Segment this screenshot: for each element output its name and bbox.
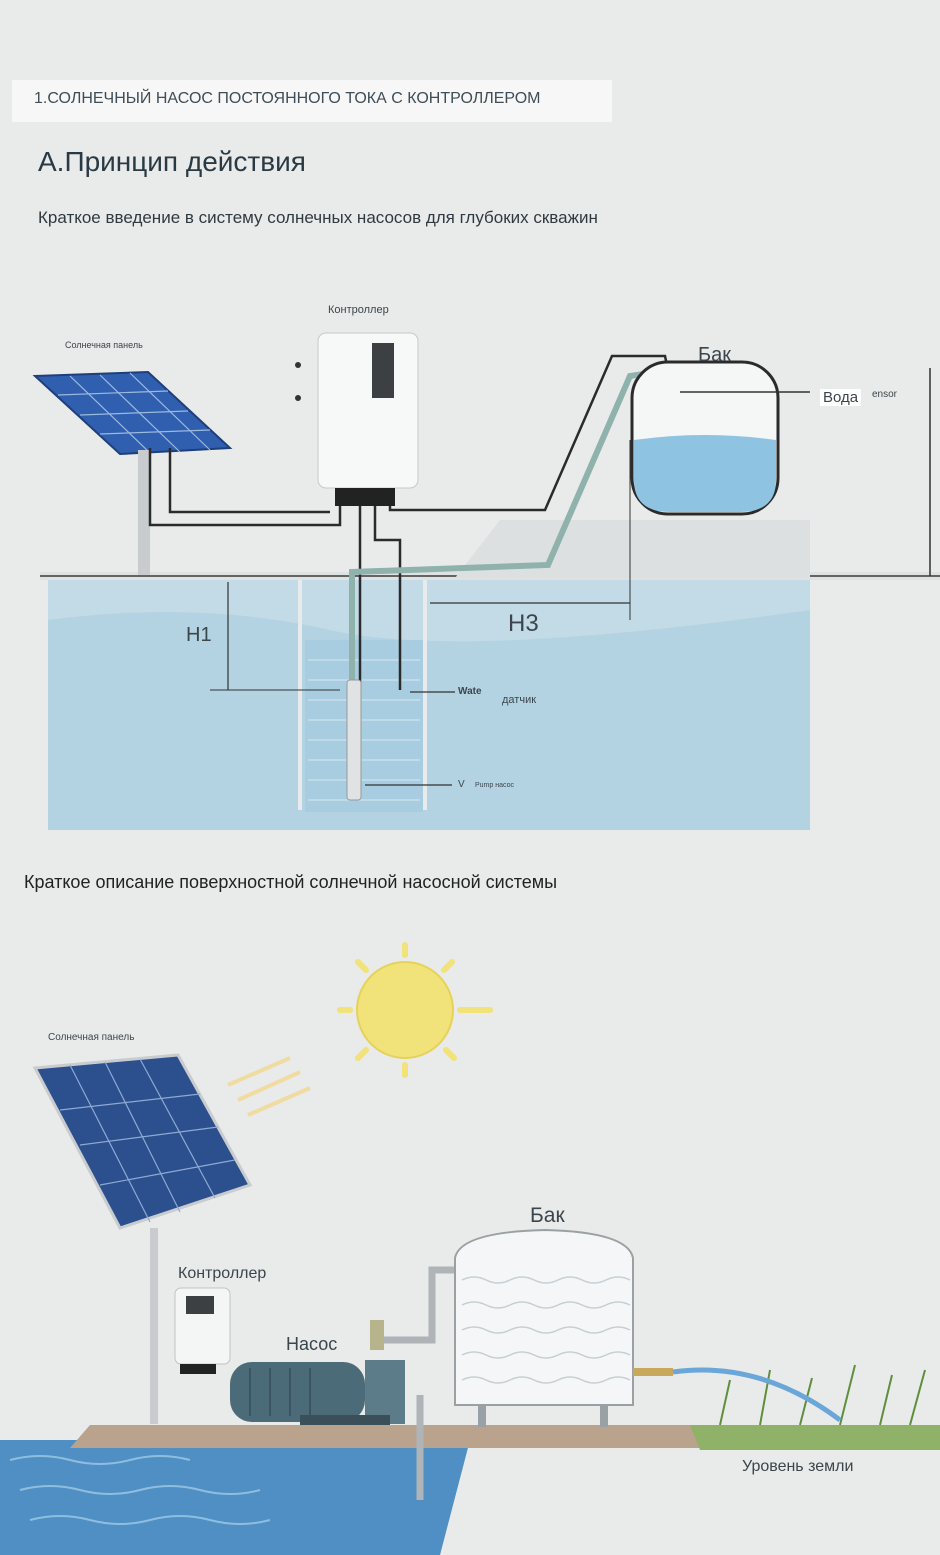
subsection-title: А.Принцип действия (38, 146, 306, 177)
surface-solar-panel-label: Солнечная панель (48, 1032, 135, 1043)
h1-label: H1 (186, 624, 212, 646)
pump-body (346, 679, 362, 801)
surface-tank-label: Бак (530, 1204, 565, 1227)
water-sensor-label: Вода (820, 389, 862, 406)
well-sensor-label: датчик (502, 694, 537, 706)
deep-well-intro: Краткое введение в систему солнечных нас… (38, 208, 598, 227)
well-sensor-prefix: Wate (458, 686, 482, 697)
controller-label: Контроллер (328, 304, 389, 316)
sun-icon (337, 942, 493, 1078)
pump-unit (230, 1360, 405, 1425)
pump-label: Pump насос (475, 782, 514, 789)
tank (630, 360, 810, 516)
surface-controller-label: Контроллер (178, 1265, 267, 1282)
water-jet (672, 1367, 842, 1423)
sun-rays (227, 1056, 311, 1117)
controller-box (295, 332, 419, 506)
pipes (378, 1266, 460, 1500)
well-water (305, 640, 423, 812)
ground (70, 1425, 710, 1448)
h3-label: H3 (508, 610, 539, 637)
section-header: 1.СОЛНЕЧНЫЙ НАСОС ПОСТОЯННОГО ТОКА С КОН… (12, 80, 612, 122)
cables (148, 354, 672, 690)
tank-label: Бак (698, 344, 731, 366)
solar-panel-bottom (32, 1053, 253, 1424)
ground-level-label: Уровень земли (742, 1458, 854, 1475)
tank-bottom (454, 1228, 673, 1427)
deep-well-diagram (32, 332, 940, 830)
solar-panel-top (32, 370, 233, 575)
pump-prefix: V (458, 779, 465, 790)
surface-intro: Краткое описание поверхностной солнечной… (24, 872, 558, 892)
pond (0, 1440, 470, 1555)
solar-panel-label: Солнечная панель (65, 340, 143, 350)
surface-pump-label: Насос (286, 1334, 338, 1354)
controller-box-bottom (174, 1287, 231, 1374)
water-sensor-suffix: ensor (872, 389, 898, 400)
section-title: 1.СОЛНЕЧНЫЙ НАСОС ПОСТОЯННОГО ТОКА С КОН… (34, 90, 541, 107)
